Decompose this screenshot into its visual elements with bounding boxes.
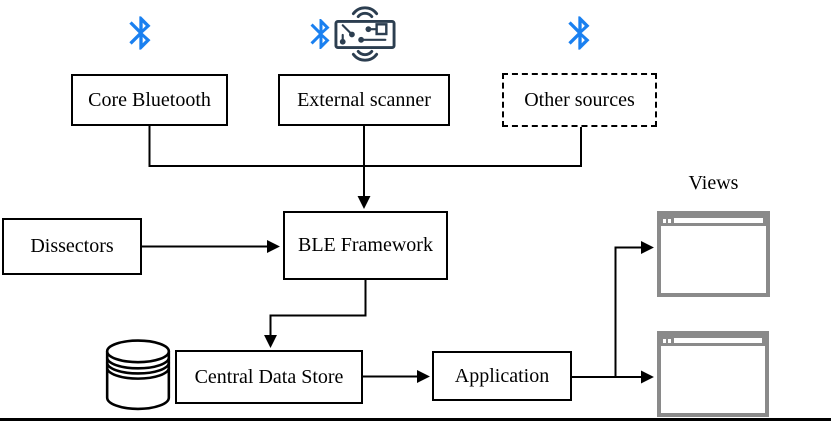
node-label: Application xyxy=(454,364,550,387)
window-button-dot xyxy=(668,218,671,223)
window-address-bar xyxy=(674,218,763,223)
window-address-bar xyxy=(674,338,762,343)
node-label: Central Data Store xyxy=(194,365,344,388)
node-central-data-store: Central Data Store xyxy=(175,350,363,404)
node-label: BLE Framework xyxy=(298,234,433,256)
node-dissectors: Dissectors xyxy=(2,218,142,275)
window-button-dot xyxy=(663,338,666,343)
window-titlebar xyxy=(661,215,766,226)
edge-sources-merge xyxy=(148,126,582,167)
bluetooth-icon xyxy=(568,16,590,50)
window-titlebar xyxy=(661,335,765,346)
bluetooth-icon xyxy=(310,19,330,49)
database-cylinder-icon xyxy=(105,339,171,411)
window-button-dot xyxy=(663,218,666,223)
node-application: Application xyxy=(432,351,572,401)
edge-application-view-1 xyxy=(614,241,654,377)
node-label: Dissectors xyxy=(30,235,114,257)
app-window-icon xyxy=(657,211,770,297)
bluetooth-icon xyxy=(129,16,151,50)
window-button-dot xyxy=(668,338,671,343)
ble-scanner-chip-icon xyxy=(334,6,396,62)
node-core-bluetooth: Core Bluetooth xyxy=(71,74,228,126)
views-label: Views xyxy=(688,172,739,194)
node-label: Core Bluetooth xyxy=(88,88,211,111)
node-external-scanner: External scanner xyxy=(278,74,450,126)
node-label: Other sources xyxy=(524,88,635,111)
node-label: External scanner xyxy=(297,88,431,111)
node-ble-framework: BLE Framework xyxy=(283,211,448,280)
edge-ble-framework-central-data-store xyxy=(264,280,367,348)
node-other-sources: Other sources xyxy=(502,73,657,127)
bottom-divider-line xyxy=(0,418,831,421)
app-window-icon xyxy=(657,331,769,417)
